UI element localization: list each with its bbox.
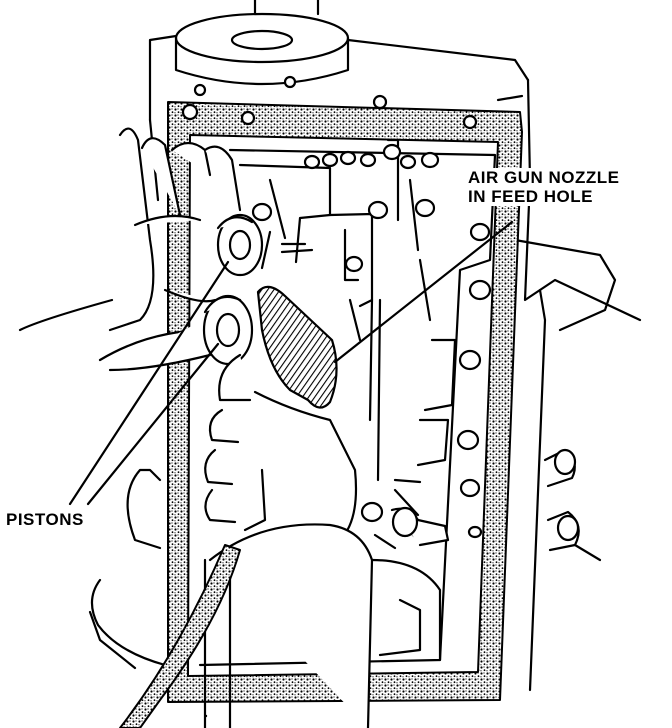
piston-upper bbox=[216, 213, 264, 277]
leader-pistons-upper bbox=[68, 260, 230, 506]
air-gun-nozzle bbox=[256, 285, 338, 409]
gasket-bolt-holes bbox=[181, 75, 478, 130]
leader-pistons-lower bbox=[86, 342, 220, 506]
right-fittings bbox=[543, 448, 602, 562]
air-gun-nozzle-label: AIR GUN NOZZLE IN FEED HOLE bbox=[468, 168, 620, 206]
lower-hand bbox=[203, 353, 374, 728]
air-gun-label-line2: IN FEED HOLE bbox=[468, 187, 594, 206]
lower-fittings bbox=[373, 506, 450, 550]
leader-air-gun bbox=[333, 220, 514, 364]
air-gun-label-line1: AIR GUN NOZZLE bbox=[468, 168, 620, 187]
leader-lines bbox=[68, 220, 514, 506]
top-housing bbox=[148, 0, 530, 122]
air-hose bbox=[119, 544, 241, 728]
pistons-label: PISTONS bbox=[6, 510, 84, 529]
